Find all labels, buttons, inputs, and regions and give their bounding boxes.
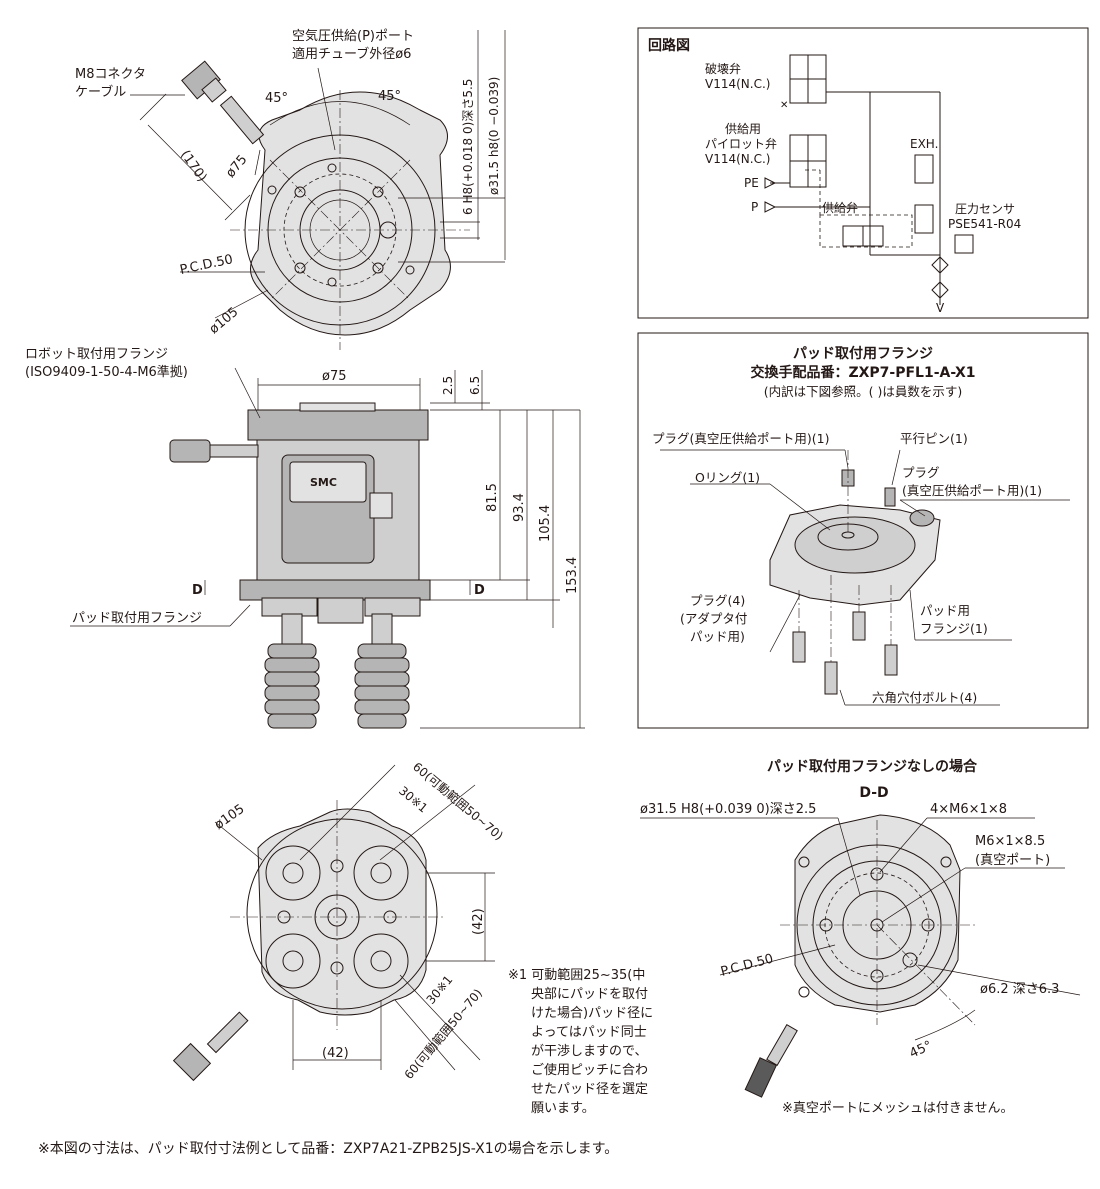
- flange-plug-4b: (アダプタ付: [680, 611, 747, 626]
- circuit-pilot-valve-2: パイロット弁: [705, 136, 777, 151]
- flange-pin: 平行ピン(1): [900, 431, 968, 446]
- dd-hole-label: ø6.2 深さ6.3: [980, 982, 1059, 997]
- circuit-sensor-2: PSE541-R04: [948, 217, 1021, 231]
- dim-81-5-label: 81.5: [485, 483, 500, 512]
- angle-left-label: 45°: [265, 91, 288, 106]
- note-line-4: が干渉しますので、: [531, 1044, 647, 1059]
- diameter-75-label: ø75: [223, 152, 250, 180]
- circuit-pilot-valve-3: V114(N.C.): [705, 152, 770, 166]
- pad-range-note: ※1 可動範囲25~35(中 央部にパッドを取付 けた場合)パッド径に よっては…: [508, 968, 653, 1116]
- note-line-6: せたパッド径を選定: [531, 1082, 648, 1097]
- flange-plug-2a: プラグ: [902, 465, 940, 480]
- smc-logo: SMC: [310, 476, 337, 489]
- bottom-view: ø105 60(可動範囲50~70) 30※1 (42) 30※1 60(可動範…: [172, 759, 653, 1116]
- flange-pad-flange-b: フランジ(1): [920, 621, 988, 636]
- pad-flange-label: パッド取付用フランジ: [72, 611, 202, 626]
- dd-caption: パッド取付用フランジなしの場合: [767, 758, 978, 775]
- flange-title-1: パッド取付用フランジ: [793, 345, 933, 362]
- dd-section-label: D-D: [859, 785, 888, 801]
- flange-plug-1: プラグ(真空圧供給ポート用)(1): [652, 431, 829, 446]
- circuit-sensor-1: 圧力センサ: [955, 202, 1015, 216]
- dd-mesh-note: ※真空ポートにメッシュは付きません。: [782, 1101, 1014, 1116]
- flange-plug-2b: (真空圧供給ポート用)(1): [902, 483, 1042, 498]
- circuit-v-label: V: [936, 301, 945, 315]
- flange-title-2: 交換手配品番：ZXP7-PFL1-A-X1: [750, 364, 975, 381]
- flange-panel: パッド取付用フランジ 交換手配品番：ZXP7-PFL1-A-X1 (内訳は下図参…: [637, 332, 1089, 729]
- pcd-50-label: P.C.D.50: [179, 252, 235, 278]
- flange-plug-4a: プラグ(4): [690, 593, 745, 608]
- circuit-exh-label: EXH.: [910, 137, 938, 151]
- port-label-line2: 適用チューブ外径ø6: [292, 46, 411, 62]
- flange-oring: Oリング(1): [695, 470, 760, 485]
- dd-bore-label: ø31.5 H8(+0.039 0)深さ2.5: [640, 802, 816, 817]
- robot-flange-label-2: (ISO9409-1-50-4-M6準拠): [25, 364, 188, 380]
- dd-m6-port-1: M6×1×8.5: [975, 834, 1045, 849]
- dd-angle-label: 45°: [907, 1038, 934, 1061]
- diameter-105-label: ø105: [207, 305, 242, 338]
- note-line-1: 央部にパッドを取付: [531, 987, 648, 1002]
- section-d-right: D: [474, 583, 485, 598]
- m8-label-line2: ケーブル: [75, 84, 126, 100]
- bottom-dim-60-right: 60(可動範囲50~70): [401, 986, 485, 1082]
- dim-105-4-label: 105.4: [538, 505, 553, 542]
- dd-view: パッド取付用フランジなしの場合 D-D ø31.5 H8(+0.039 0)深さ…: [640, 758, 1081, 1116]
- circuit-supply-valve: 供給弁: [822, 200, 858, 215]
- dd-m6-port-2: (真空ポート): [975, 853, 1050, 868]
- flange-pad-flange-a: パッド用: [920, 603, 970, 618]
- circuit-panel: 回路図 ✕ 破壊弁 V114(N.C.) 供給用: [637, 27, 1089, 319]
- circuit-pe-label: PE: [744, 176, 759, 190]
- dim-2-5-label: 2.5: [441, 376, 455, 395]
- left-pad: [264, 613, 320, 729]
- shaft-31-5-label: ø31.5 h8(0 −0.039): [487, 77, 501, 195]
- note-line-5: ご使用ピッチに合わ: [531, 1062, 648, 1078]
- bottom-dim-42-right: (42): [471, 908, 486, 935]
- dim-153-4-label: 153.4: [565, 557, 580, 594]
- bottom-dim-42-bottom: (42): [322, 1046, 349, 1061]
- dd-pcd-label: P.C.D.50: [719, 951, 775, 979]
- circuit-title: 回路図: [648, 37, 690, 54]
- port-label-line1: 空気圧供給(P)ポート: [292, 28, 414, 44]
- robot-flange-label-1: ロボット取付用フランジ: [25, 347, 168, 362]
- angle-right-label: 45°: [378, 89, 401, 104]
- flange-bolt: 六角穴付ボルト(4): [872, 690, 977, 705]
- side-view: ロボット取付用フランジ (ISO9409-1-50-4-M6準拠) ø75 2.…: [25, 347, 585, 729]
- footer-note: ※本図の寸法は、パッド取付寸法例として品番：ZXP7A21-ZPB25JS-X1…: [38, 1141, 618, 1157]
- top-view: M8コネクタ ケーブル 空気圧供給(P)ポート 適用チューブ外径ø6 45° 4…: [75, 28, 506, 350]
- note-line-2: けた場合)パッド径に: [531, 1006, 653, 1021]
- flange-plug-4c: パッド用): [690, 629, 745, 644]
- bottom-dim-30-right: 30※1: [424, 973, 456, 1007]
- svg-text:✕: ✕: [780, 100, 788, 111]
- right-pad: [354, 613, 410, 729]
- dim-6-5-label: 6.5: [468, 376, 482, 395]
- m8-label-line1: M8コネクタ: [75, 67, 146, 82]
- note-line-3: よってはパッド同士: [531, 1025, 647, 1040]
- circuit-pilot-valve-1: 供給用: [725, 122, 761, 136]
- side-diameter-75-label: ø75: [322, 369, 347, 384]
- bottom-diameter-105-label: ø105: [212, 802, 247, 833]
- section-d-left: D: [192, 583, 203, 598]
- hole-6h8-label: 6 H8(+0.018 0)深さ5.5: [461, 79, 475, 215]
- dim-93-4-label: 93.4: [512, 493, 527, 522]
- length-170-label: (170): [177, 148, 209, 185]
- circuit-break-valve-2: V114(N.C.): [705, 77, 770, 91]
- circuit-p-label: P: [751, 200, 758, 214]
- bottom-dim-30-top: 30※1: [396, 784, 430, 816]
- flange-title-3: (内訳は下図参照。( )は員数を示す): [764, 384, 962, 399]
- dd-m6-4-label: 4×M6×1×8: [930, 802, 1007, 817]
- circuit-break-valve-1: 破壊弁: [705, 61, 741, 76]
- note-line-0: ※1 可動範囲25~35(中: [508, 968, 645, 983]
- note-line-7: 願います。: [531, 1101, 595, 1116]
